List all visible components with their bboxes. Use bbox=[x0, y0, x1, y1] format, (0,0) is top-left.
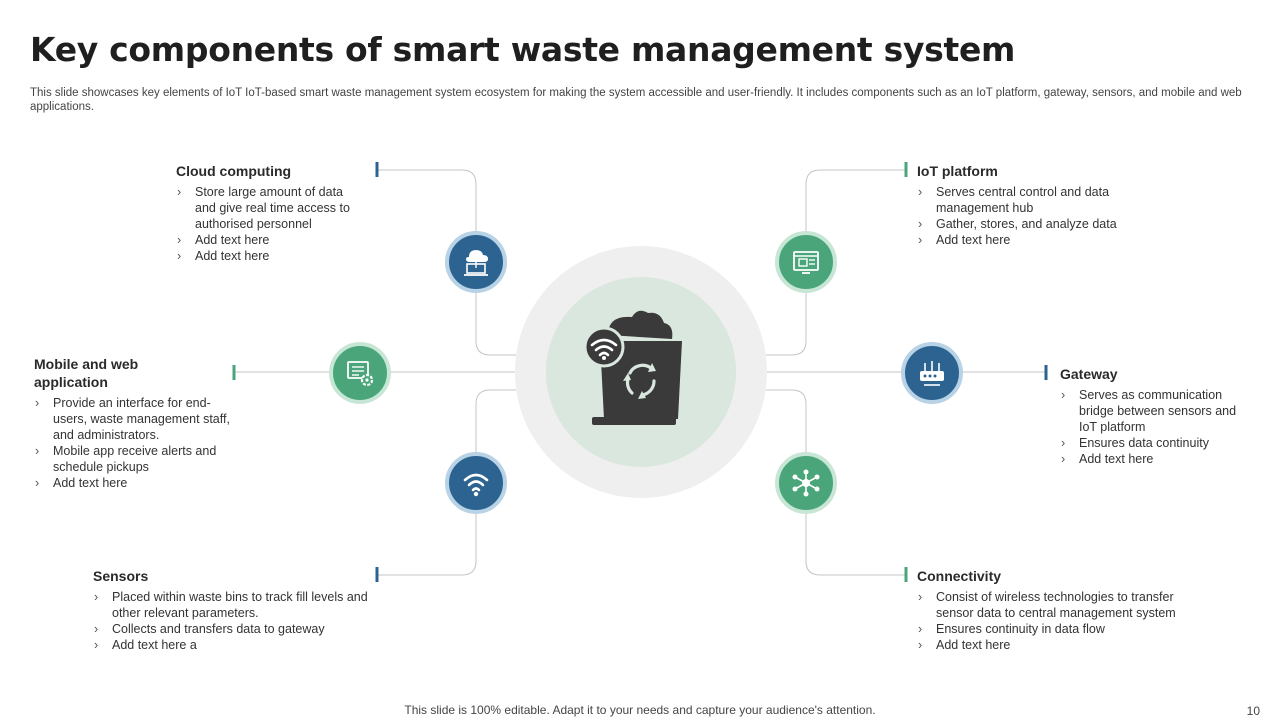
platform-screen-icon bbox=[793, 251, 819, 274]
list-item: Add text here bbox=[176, 248, 366, 264]
cloud-computing-heading: Cloud computing bbox=[176, 163, 292, 179]
mobile-web-app-block: Mobile and web application Provide an in… bbox=[34, 355, 234, 491]
slide-title: Key components of smart waste management… bbox=[30, 30, 1016, 69]
router-icon bbox=[920, 361, 944, 386]
slide-subtitle: This slide showcases key elements of IoT… bbox=[30, 87, 1242, 113]
list-item: Serves as communication bridge between s… bbox=[1060, 387, 1255, 435]
footer-note: This slide is 100% editable. Adapt it to… bbox=[404, 703, 876, 717]
iot-platform-points: Serves central control and data manageme… bbox=[917, 184, 1137, 248]
sensors-heading: Sensors bbox=[93, 568, 149, 584]
sensors-block: Sensors Placed within waste bins to trac… bbox=[93, 567, 368, 653]
smart-bin-recycle-icon bbox=[586, 310, 682, 425]
list-item: Mobile app receive alerts and schedule p… bbox=[34, 443, 234, 475]
mobile-web-app-heading: Mobile and web application bbox=[34, 356, 139, 390]
list-item: Consist of wireless technologies to tran… bbox=[917, 589, 1207, 621]
cloud-computing-block: Cloud computing Store large amount of da… bbox=[176, 162, 366, 264]
gateway-icon-circle bbox=[901, 342, 963, 404]
sensors-points: Placed within waste bins to track fill l… bbox=[93, 589, 368, 653]
web-app-gear-icon bbox=[347, 361, 374, 387]
cloud-computer-icon bbox=[464, 250, 488, 276]
iot-platform-block: IoT platform Serves central control and … bbox=[917, 162, 1137, 248]
connectivity-icon-circle bbox=[775, 452, 837, 514]
iot-platform-heading: IoT platform bbox=[917, 163, 998, 179]
list-item: Collects and transfers data to gateway bbox=[93, 621, 368, 637]
list-item: Serves central control and data manageme… bbox=[917, 184, 1137, 216]
sensors-icon-circle bbox=[445, 452, 507, 514]
list-item: Add text here a bbox=[93, 637, 368, 653]
list-item: Ensures data continuity bbox=[1060, 435, 1255, 451]
center-inner-circle bbox=[546, 277, 736, 467]
list-item: Gather, stores, and analyze data bbox=[917, 216, 1137, 232]
list-item: Add text here bbox=[917, 232, 1137, 248]
list-item: Add text here bbox=[917, 637, 1207, 653]
list-item: Add text here bbox=[176, 232, 366, 248]
mobile-web-app-points: Provide an interface for end-users, wast… bbox=[34, 395, 234, 491]
connectivity-heading: Connectivity bbox=[917, 568, 1002, 584]
mobile-web-app-icon-circle bbox=[329, 342, 391, 404]
cloud-computing-points: Store large amount of data and give real… bbox=[176, 184, 366, 264]
list-item: Provide an interface for end-users, wast… bbox=[34, 395, 234, 443]
gateway-heading: Gateway bbox=[1060, 366, 1118, 382]
gateway-block: Gateway Serves as communication bridge b… bbox=[1060, 365, 1255, 467]
list-item: Placed within waste bins to track fill l… bbox=[93, 589, 368, 621]
list-item: Ensures continuity in data flow bbox=[917, 621, 1207, 637]
iot-platform-icon-circle bbox=[775, 231, 837, 293]
connectivity-points: Consist of wireless technologies to tran… bbox=[917, 589, 1207, 653]
center-outer-ring bbox=[515, 246, 767, 498]
gateway-points: Serves as communication bridge between s… bbox=[1060, 387, 1255, 467]
list-item: Add text here bbox=[34, 475, 234, 491]
list-item: Store large amount of data and give real… bbox=[176, 184, 366, 232]
cloud-computing-icon-circle bbox=[445, 231, 507, 293]
page-number: 10 bbox=[1246, 704, 1260, 718]
list-item: Add text here bbox=[1060, 451, 1255, 467]
wifi-icon bbox=[463, 473, 489, 497]
connectivity-block: Connectivity Consist of wireless technol… bbox=[917, 567, 1207, 653]
network-nodes-icon bbox=[792, 469, 820, 497]
